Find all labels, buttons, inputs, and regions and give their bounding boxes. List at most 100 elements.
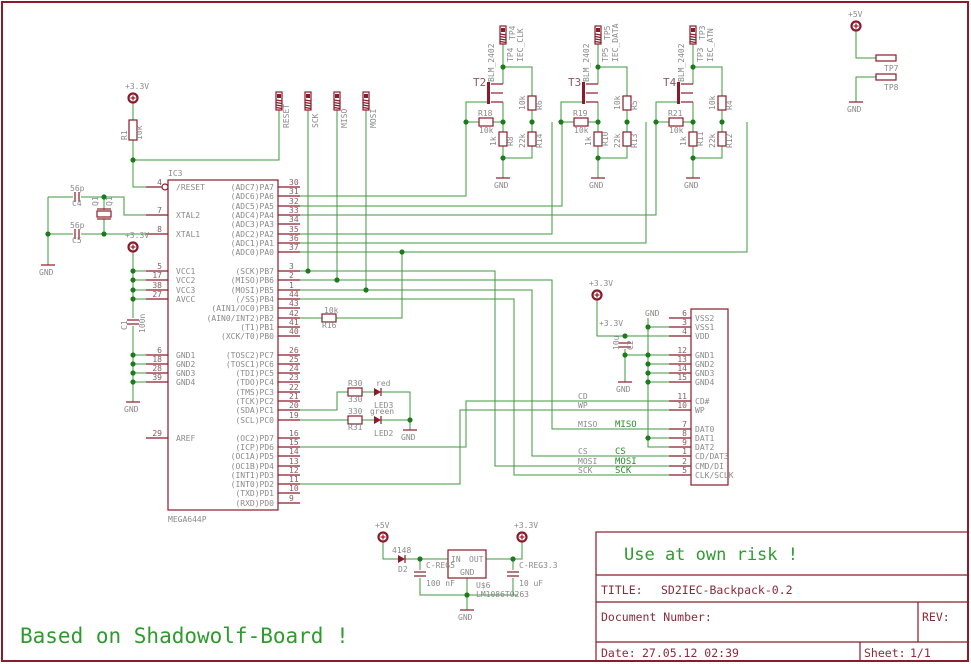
junction-dot [595,155,601,161]
creg33-value: 10 uF [519,579,543,588]
net-iec-pullup [693,66,723,96]
net-label-miso: MISO [615,420,637,430]
ground-label: GND [39,268,54,277]
c2-ref: C2 [626,340,635,350]
date-value: 27.05.12 02:39 [642,646,739,660]
components [41,20,897,611]
ic-pin-number: 23 [289,373,299,382]
ic-pin-number: 33 [289,206,299,215]
d2-value: 4148 [392,546,411,555]
net-led-red-gnd [381,391,411,420]
transistor-ref: T4 [663,76,677,89]
rpd-ref: R10 [601,131,610,146]
inversion-bubble-icon [161,183,169,191]
net-pa1 [300,122,647,244]
sd-pin-number: 11 [677,392,687,401]
c5-ref: C5 [72,236,82,245]
header-label: TP4 [506,47,515,62]
junction-dot [500,119,506,125]
rpd-value: 1k [489,136,498,146]
reg-gnd-label: GND [460,568,475,577]
r16-ref: R16 [322,321,337,330]
net-pa6 [300,122,467,197]
ic-pin-number: 24 [289,364,299,373]
ic-pin-name: (/SS)PB4 [235,295,274,304]
ic-pin-name: (TOSC2)PC7 [226,351,274,360]
tp-label: TP4 [508,25,517,40]
document-number-label: Document Number: [601,610,712,624]
r16-value: 10k [324,306,339,315]
sd-pin-name: VDD [695,332,710,341]
rpu-ref: R4 [725,100,734,110]
r30-value: 330 [348,395,363,404]
date-label: Date: [601,646,636,660]
ic-pin-name: XTAL1 [176,230,200,239]
junction-dot [305,268,311,274]
ic-pin-number: 43 [289,299,299,308]
led-green-icon [374,416,381,424]
power-label: +3.3V [589,279,613,288]
ic-pin-name: (INT0)PD2 [231,480,275,489]
ic-pin-number: 38 [152,281,162,290]
rev-label: REV: [922,610,950,624]
junction-dot [690,155,696,161]
iec-signal-label: IEC_DATA [611,23,620,62]
junction-dot [645,324,651,330]
ground-label: GND [847,105,862,114]
ic-pin-name: (MOSI)PB5 [231,286,275,295]
led-red-icon [374,388,381,396]
header-coil-icon [333,99,341,102]
ic-pin-number: 35 [289,225,299,234]
sd-pin-name: DAT2 [695,443,714,452]
net-pa5 [300,122,563,207]
header-pin-tip-icon [335,94,339,98]
sd-pin-name: CLK/SCLK [695,471,734,480]
r30-ref: R30 [348,379,363,388]
sd-pin-number: 10 [677,401,687,410]
based-on-note: Based on Shadowolf-Board ! [20,624,349,648]
header-coil-icon [499,33,507,36]
ic-pin-name: (TOSC1)PC6 [226,360,274,369]
net-gnd2 [503,146,533,159]
ic-pin-name: (TDI)PC5 [235,369,274,378]
rb-value: 10k [574,126,589,135]
rdiv-value: 22k [613,133,622,148]
reg-ref: U$6 [476,581,491,590]
net-pa4 [300,122,657,216]
sd-signal-label: WP [578,401,588,410]
net-wp [300,409,669,485]
junction-dot [130,296,136,302]
ic-pin-name: VCC1 [176,267,195,276]
led2-ref: LED2 [374,429,393,438]
junction-dot [622,333,628,339]
junction-dot [510,556,516,562]
header-pin-tip-icon [501,28,505,32]
sd-pin-number: 7 [682,420,687,429]
ic-pin-number: 21 [289,392,299,401]
c1-ref: C1 [120,320,129,330]
rpd-ref: R8 [506,136,515,146]
resistor-r1-icon [128,119,138,141]
rdiv-ref: R13 [630,133,639,148]
sd-pin-number: 14 [677,364,687,373]
junction-dot [595,64,601,70]
reg-in-label: IN [451,555,461,564]
rpu-value: 10k [518,95,527,110]
ic-pin-name: /RESET [176,183,205,192]
sd-gnd-label: GND [645,309,660,318]
header-label: SCK [311,113,320,128]
rdiv-value: 22k [708,133,717,148]
header-coil-icon [362,106,370,110]
net-sd-vdd [596,300,669,337]
ic-pin-name: (SCL)PC0 [235,416,274,425]
junction-dot [417,556,423,562]
ic-pin-number: 13 [289,457,299,466]
ic-pin-name: (ADC5)PA5 [231,202,275,211]
mosfet-icon [487,82,490,104]
ic-pin-number: 12 [289,466,299,475]
sd-pin-number: 2 [682,457,687,466]
junction-dot [130,277,136,283]
resistor-pullup-icon [717,95,727,111]
junction-dot [645,370,651,376]
